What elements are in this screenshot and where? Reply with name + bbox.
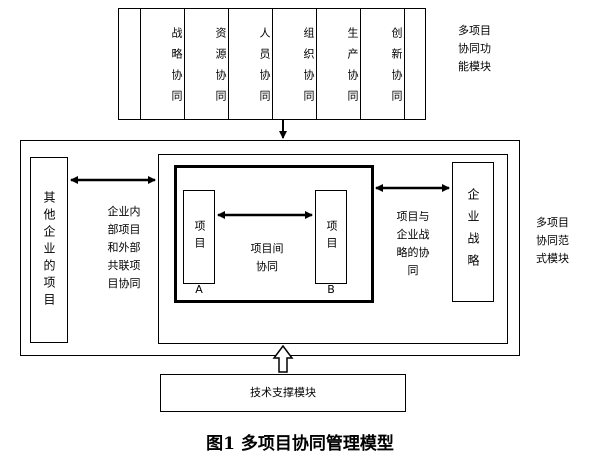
enterprise-strategy-label: 企业战略 xyxy=(466,188,480,276)
function-cell-blank-left xyxy=(119,9,141,119)
other-projects-box xyxy=(30,157,68,343)
function-cell-innovation: 创新协同 xyxy=(361,9,405,119)
project-a-letter: A xyxy=(195,283,203,296)
function-cell-label: 人员协同 xyxy=(258,27,271,111)
project-b-name: 项目 xyxy=(325,220,338,254)
function-cell-label: 创新协同 xyxy=(390,27,403,111)
project-b-box xyxy=(315,190,347,284)
project-a-name: 项目 xyxy=(193,220,206,254)
internal-external-label: 企业内 部项目 和外部 共联项 目协同 xyxy=(107,205,141,290)
function-cell-organization: 组织协同 xyxy=(273,9,317,119)
enterprise-strategy-box xyxy=(452,162,494,302)
function-module-box: 战略协同 资源协同 人员协同 组织协同 生产协同 创新协同 xyxy=(118,8,426,120)
project-a-box xyxy=(183,190,215,284)
function-cell-label: 资源协同 xyxy=(214,27,227,111)
other-projects-label: 其他企业的项目 xyxy=(42,190,56,310)
figure-caption: 图1 多项目协同管理模型 xyxy=(206,434,394,454)
function-cell-label: 组织协同 xyxy=(302,27,315,111)
project-strategy-label: 项目与 企业战 略的协 同 xyxy=(396,210,430,277)
arrow-tech-support-up xyxy=(272,344,294,373)
project-b-label: 项目 B xyxy=(315,196,347,326)
function-cell-strategy: 战略协同 xyxy=(141,9,185,119)
tech-support-label: 技术支撑模块 xyxy=(250,386,316,399)
function-cell-personnel: 人员协同 xyxy=(229,9,273,119)
function-module-label: 多项目 协同功 能模块 xyxy=(458,24,491,73)
function-cell-label: 战略协同 xyxy=(170,27,183,111)
project-a-label: 项目 A xyxy=(183,196,215,326)
paradigm-module-label: 多项目 协同范 式模块 xyxy=(536,216,569,265)
project-b-letter: B xyxy=(327,283,335,296)
function-cell-label: 生产协同 xyxy=(346,27,359,111)
function-cell-resource: 资源协同 xyxy=(185,9,229,119)
function-cell-production: 生产协同 xyxy=(317,9,361,119)
between-projects-label: 项目间 协同 xyxy=(250,242,284,273)
tech-support-box xyxy=(160,374,406,412)
